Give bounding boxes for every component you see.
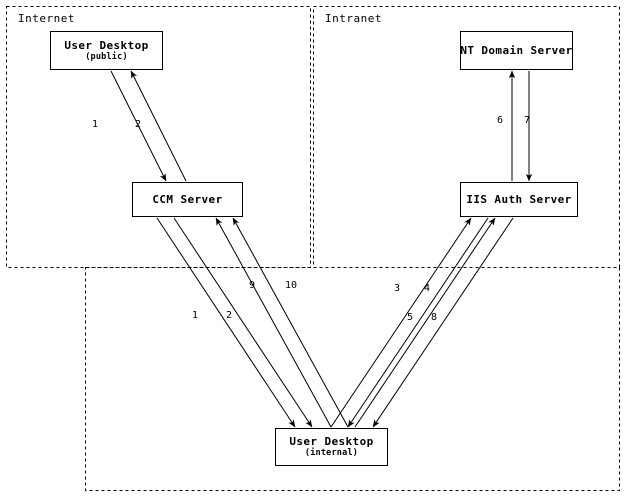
zone-label-internet: Internet	[18, 12, 75, 25]
edge-10	[232, 217, 349, 428]
node-user-desktop-internal[interactable]: User Desktop(internal)	[275, 428, 388, 466]
label-2-bottom: 2	[226, 310, 233, 321]
edge-8	[372, 217, 514, 428]
node-iis-auth-server[interactable]: IIS Auth Server	[460, 182, 578, 217]
label-9: 9	[249, 280, 256, 291]
zone-lan	[85, 267, 620, 491]
edge-4	[347, 217, 489, 428]
edge-5	[354, 217, 496, 428]
edge-1-public	[110, 70, 167, 182]
edge-2-internal	[173, 217, 313, 428]
node-ccm-server[interactable]: CCM Server	[132, 182, 243, 217]
node-subtitle-user-desktop-public: (public)	[85, 51, 128, 62]
label-1-top: 1	[92, 119, 99, 130]
node-title-iis-auth-server: IIS Auth Server	[466, 193, 572, 206]
edge-9	[215, 217, 332, 428]
zone-label-intranet: Intranet	[325, 12, 382, 25]
node-title-user-desktop-public: User Desktop	[64, 38, 149, 52]
node-title-nt-domain-server: NT Domain Server	[460, 44, 573, 57]
label-5: 5	[407, 312, 414, 323]
edge-2-public	[130, 70, 187, 182]
label-4: 4	[424, 283, 431, 294]
label-6: 6	[497, 115, 504, 126]
edge-3	[330, 217, 472, 428]
label-10: 10	[285, 280, 298, 291]
flow-arrows	[110, 70, 533, 428]
label-7: 7	[524, 115, 531, 126]
node-title-ccm-server: CCM Server	[152, 193, 223, 206]
node-user-desktop-public[interactable]: User Desktop(public)	[50, 31, 163, 70]
node-nt-domain-server[interactable]: NT Domain Server	[460, 31, 573, 70]
node-subtitle-user-desktop-internal: (internal)	[304, 448, 359, 458]
label-3: 3	[394, 283, 401, 294]
zone-boundaries	[6, 6, 620, 491]
label-8: 8	[431, 312, 438, 323]
label-1-bottom: 1	[192, 310, 199, 321]
edge-1-internal	[156, 217, 296, 428]
label-2-top: 2	[135, 119, 142, 130]
node-title-user-desktop-internal: User Desktop	[289, 435, 374, 448]
